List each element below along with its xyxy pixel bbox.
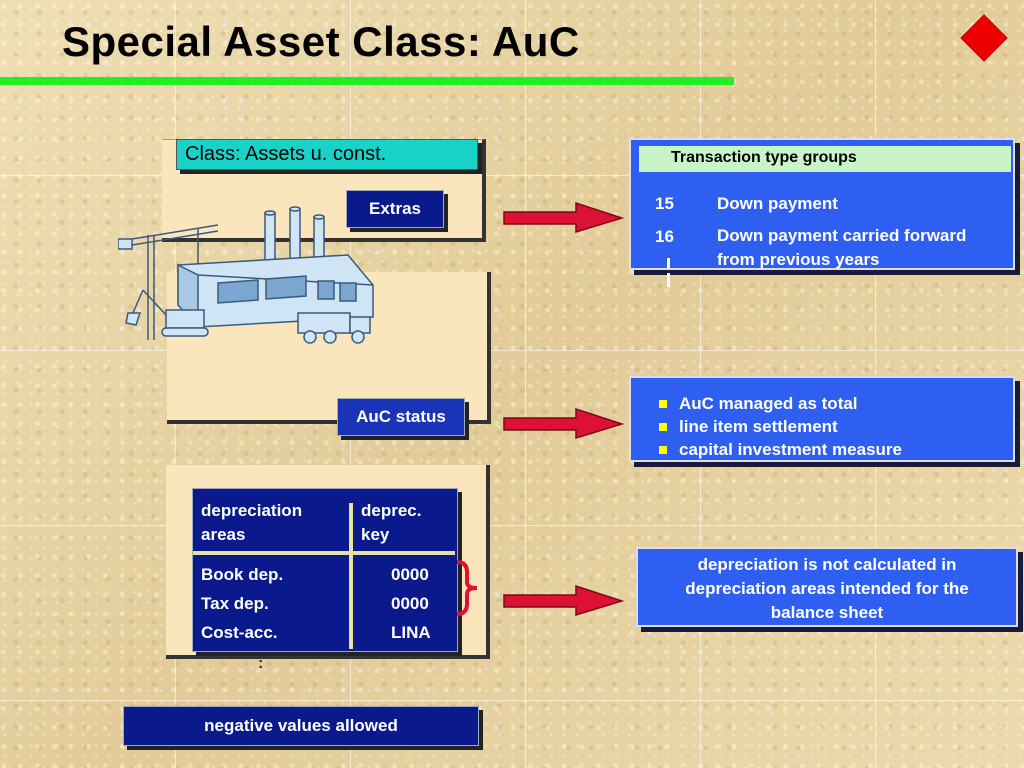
bullet-square-icon xyxy=(659,423,667,431)
transaction-panel-header: Transaction type groups xyxy=(639,146,1011,172)
page-title: Special Asset Class: AuC xyxy=(62,18,580,65)
negative-values-label: negative values allowed xyxy=(204,716,398,735)
table-row: Cost-acc. LINA xyxy=(201,623,441,643)
extras-button-label: Extras xyxy=(369,199,421,218)
list-item: 15 xyxy=(655,194,674,214)
auc-status-button-label: AuC status xyxy=(356,407,446,426)
auc-info-list: AuC managed as total line item settlemen… xyxy=(657,392,902,461)
table-header-key: deprec. key xyxy=(361,499,421,547)
transaction-text-continued: from previous years xyxy=(717,250,880,269)
depreciation-note-line: depreciation is not calculated in xyxy=(697,555,957,574)
list-item-label: capital investment measure xyxy=(679,440,902,459)
bullet-square-icon xyxy=(659,400,667,408)
extras-button[interactable]: Extras xyxy=(346,190,444,228)
list-item: capital investment measure xyxy=(657,438,902,461)
vertical-ellipsis-icon xyxy=(667,273,670,287)
table-header-key-line1: deprec. xyxy=(361,501,422,520)
list-item-label: AuC managed as total xyxy=(679,394,858,413)
table-cell-area: Cost-acc. xyxy=(201,623,278,642)
negative-values-box: negative values allowed xyxy=(123,706,479,746)
table-header-area-line2: areas xyxy=(201,525,246,544)
vertical-ellipsis-icon xyxy=(667,258,670,268)
table-divider-horizontal xyxy=(193,551,455,555)
transaction-type-panel: Transaction type groups 15 Down payment … xyxy=(629,138,1015,270)
table-divider-vertical xyxy=(349,503,353,649)
depreciation-note-line: balance sheet xyxy=(770,603,884,622)
table-header-key-line2: key xyxy=(361,525,390,544)
list-item: AuC managed as total xyxy=(657,392,902,415)
red-brace-icon xyxy=(456,560,478,616)
bullet-square-icon xyxy=(659,446,667,454)
table-cell-key: LINA xyxy=(391,623,431,642)
table-cell-area: Tax dep. xyxy=(201,594,269,613)
title-underline-bar xyxy=(0,77,734,85)
auc-info-panel: AuC managed as total line item settlemen… xyxy=(629,376,1015,462)
table-row: Tax dep. 0000 xyxy=(201,594,441,614)
list-item: 16 xyxy=(655,227,674,247)
arrow-right-icon xyxy=(503,584,624,617)
asset-class-label: Class: Assets u. const. xyxy=(176,139,478,170)
transaction-text: Down payment carried forward xyxy=(717,226,967,245)
construction-site-icon xyxy=(118,206,374,344)
table-cell-area: Book dep. xyxy=(201,565,284,584)
red-diamond-logo-icon xyxy=(960,14,1008,62)
asset-class-text: Class: Assets u. const. xyxy=(185,143,387,165)
table-row: Book dep. 0000 xyxy=(201,565,441,585)
transaction-code: 15 xyxy=(655,194,674,213)
transaction-panel-header-label: Transaction type groups xyxy=(671,149,857,166)
depreciation-note-line: depreciation areas intended for the xyxy=(685,579,969,598)
table-cell-key: 0000 xyxy=(391,565,429,584)
list-item: Down payment xyxy=(717,194,838,214)
depreciation-table: depreciation areas deprec. key Book dep.… xyxy=(192,488,458,652)
list-item: Down payment carried forward from previo… xyxy=(717,224,966,272)
table-ellipsis: : xyxy=(258,655,264,672)
table-header-area: depreciation areas xyxy=(201,499,302,547)
table-header-area-line1: depreciation xyxy=(201,501,303,520)
depreciation-note-panel: depreciation is not calculated in deprec… xyxy=(636,547,1018,627)
auc-status-button[interactable]: AuC status xyxy=(337,398,465,436)
table-cell-key: 0000 xyxy=(391,594,429,613)
list-item-label: line item settlement xyxy=(679,417,838,436)
transaction-text: Down payment xyxy=(717,194,838,213)
arrow-right-icon xyxy=(503,201,624,234)
arrow-right-icon xyxy=(503,407,624,440)
transaction-code: 16 xyxy=(655,227,674,246)
list-item: line item settlement xyxy=(657,415,902,438)
